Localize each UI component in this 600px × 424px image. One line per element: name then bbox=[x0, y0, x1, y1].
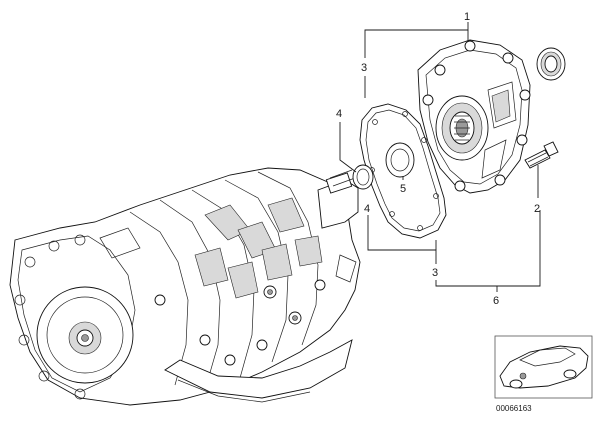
label-part-1: 1 bbox=[464, 11, 470, 23]
label-part-3-top: 3 bbox=[361, 62, 367, 74]
rear-cover-housing bbox=[417, 39, 531, 194]
hex-bolt bbox=[524, 141, 559, 169]
transmission-assembly bbox=[9, 167, 361, 406]
o-ring bbox=[352, 164, 374, 190]
label-part-3-bottom: 3 bbox=[432, 267, 438, 279]
image-id: 00066163 bbox=[496, 404, 532, 413]
label-part-2: 2 bbox=[534, 203, 540, 215]
leader-lines bbox=[339, 22, 541, 292]
shaft-seal bbox=[536, 47, 566, 81]
callout-labels: 1 3 4 5 2 4 3 6 bbox=[336, 11, 540, 307]
label-part-5: 5 bbox=[400, 183, 406, 195]
vehicle-thumbnail bbox=[494, 335, 593, 399]
label-part-4-bottom: 4 bbox=[364, 203, 370, 215]
label-part-4-top: 4 bbox=[336, 108, 342, 120]
label-part-6: 6 bbox=[493, 295, 499, 307]
